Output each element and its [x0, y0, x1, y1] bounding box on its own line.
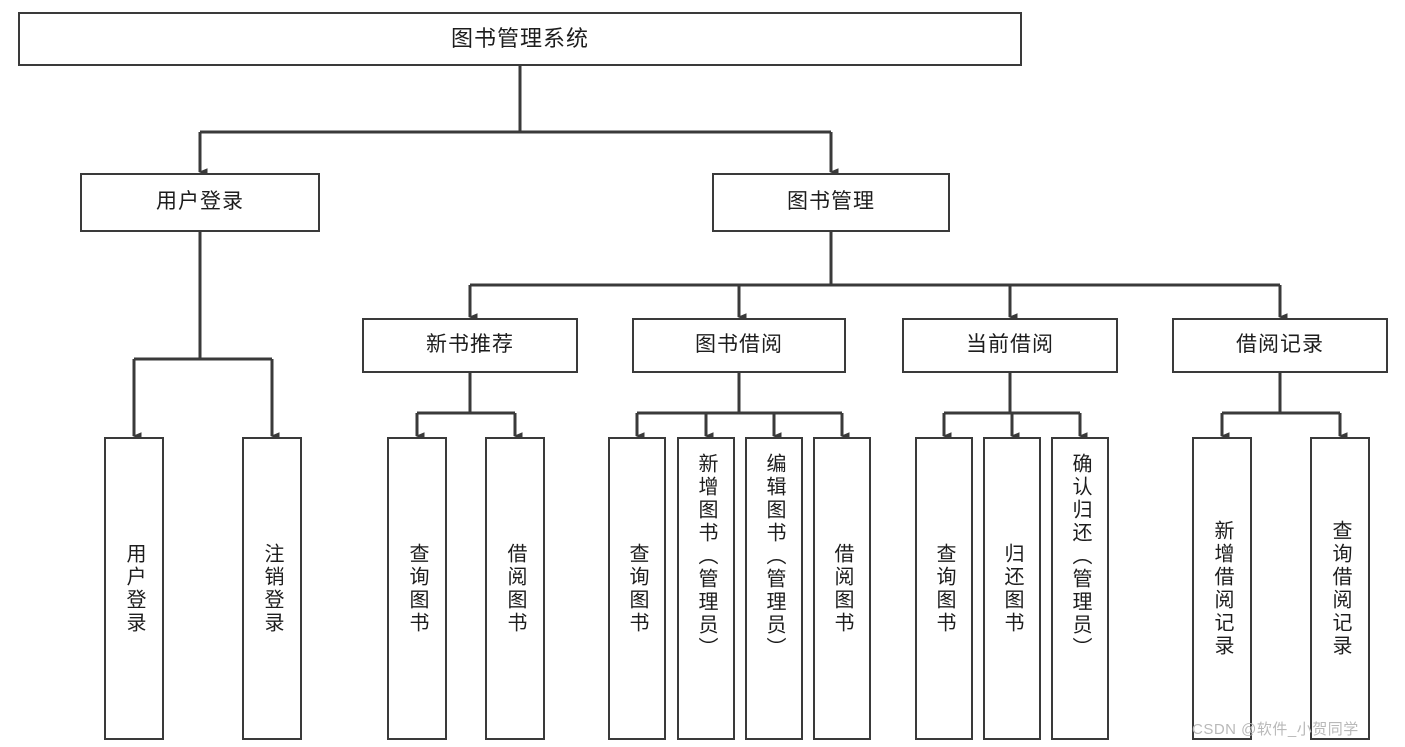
node-l2_1[interactable]: 图书管理 [712, 173, 950, 232]
node-l3_1[interactable]: 图书借阅 [632, 318, 846, 373]
node-label: 确认归还（管理员） [1069, 453, 1091, 660]
node-leaf_9[interactable]: 归还图书 [983, 437, 1041, 740]
node-label: 归还图书 [1001, 542, 1023, 635]
node-l2_0[interactable]: 用户登录 [80, 173, 320, 232]
node-leaf_10[interactable]: 确认归还（管理员） [1051, 437, 1109, 740]
node-label: 图书管理 [787, 190, 875, 214]
node-leaf_0[interactable]: 用户登录 [104, 437, 164, 740]
node-l3_2[interactable]: 当前借阅 [902, 318, 1118, 373]
node-label: 图书管理系统 [450, 26, 589, 52]
node-leaf_3[interactable]: 借阅图书 [485, 437, 545, 740]
node-label: 查询图书 [406, 542, 428, 635]
node-leaf_6[interactable]: 编辑图书（管理员） [745, 437, 803, 740]
node-leaf_4[interactable]: 查询图书 [608, 437, 666, 740]
node-label: 新书推荐 [426, 333, 514, 357]
csdn-watermark: CSDN @软件_小贺同学 [1192, 721, 1359, 738]
node-label: 查询借阅记录 [1329, 519, 1351, 658]
node-leaf_8[interactable]: 查询图书 [915, 437, 973, 740]
node-leaf_5[interactable]: 新增图书（管理员） [677, 437, 735, 740]
node-label: 查询图书 [933, 542, 955, 635]
node-label: 图书借阅 [695, 333, 783, 357]
node-label: 用户登录 [123, 542, 145, 635]
node-label: 查询图书 [626, 542, 648, 635]
node-label: 用户登录 [156, 190, 244, 214]
node-label: 借阅记录 [1236, 333, 1324, 357]
node-leaf_11[interactable]: 新增借阅记录 [1192, 437, 1252, 740]
node-leaf_12[interactable]: 查询借阅记录 [1310, 437, 1370, 740]
node-label: 编辑图书（管理员） [763, 453, 785, 660]
node-label: 新增图书（管理员） [695, 453, 717, 660]
node-label: 借阅图书 [504, 542, 526, 635]
node-label: 新增借阅记录 [1211, 519, 1233, 658]
node-label: 当前借阅 [966, 333, 1054, 357]
node-leaf_2[interactable]: 查询图书 [387, 437, 447, 740]
node-leaf_1[interactable]: 注销登录 [242, 437, 302, 740]
node-label: 借阅图书 [831, 542, 853, 635]
node-leaf_7[interactable]: 借阅图书 [813, 437, 871, 740]
node-l3_0[interactable]: 新书推荐 [362, 318, 578, 373]
node-label: 注销登录 [261, 542, 283, 635]
node-l3_3[interactable]: 借阅记录 [1172, 318, 1388, 373]
node-root[interactable]: 图书管理系统 [18, 12, 1022, 66]
